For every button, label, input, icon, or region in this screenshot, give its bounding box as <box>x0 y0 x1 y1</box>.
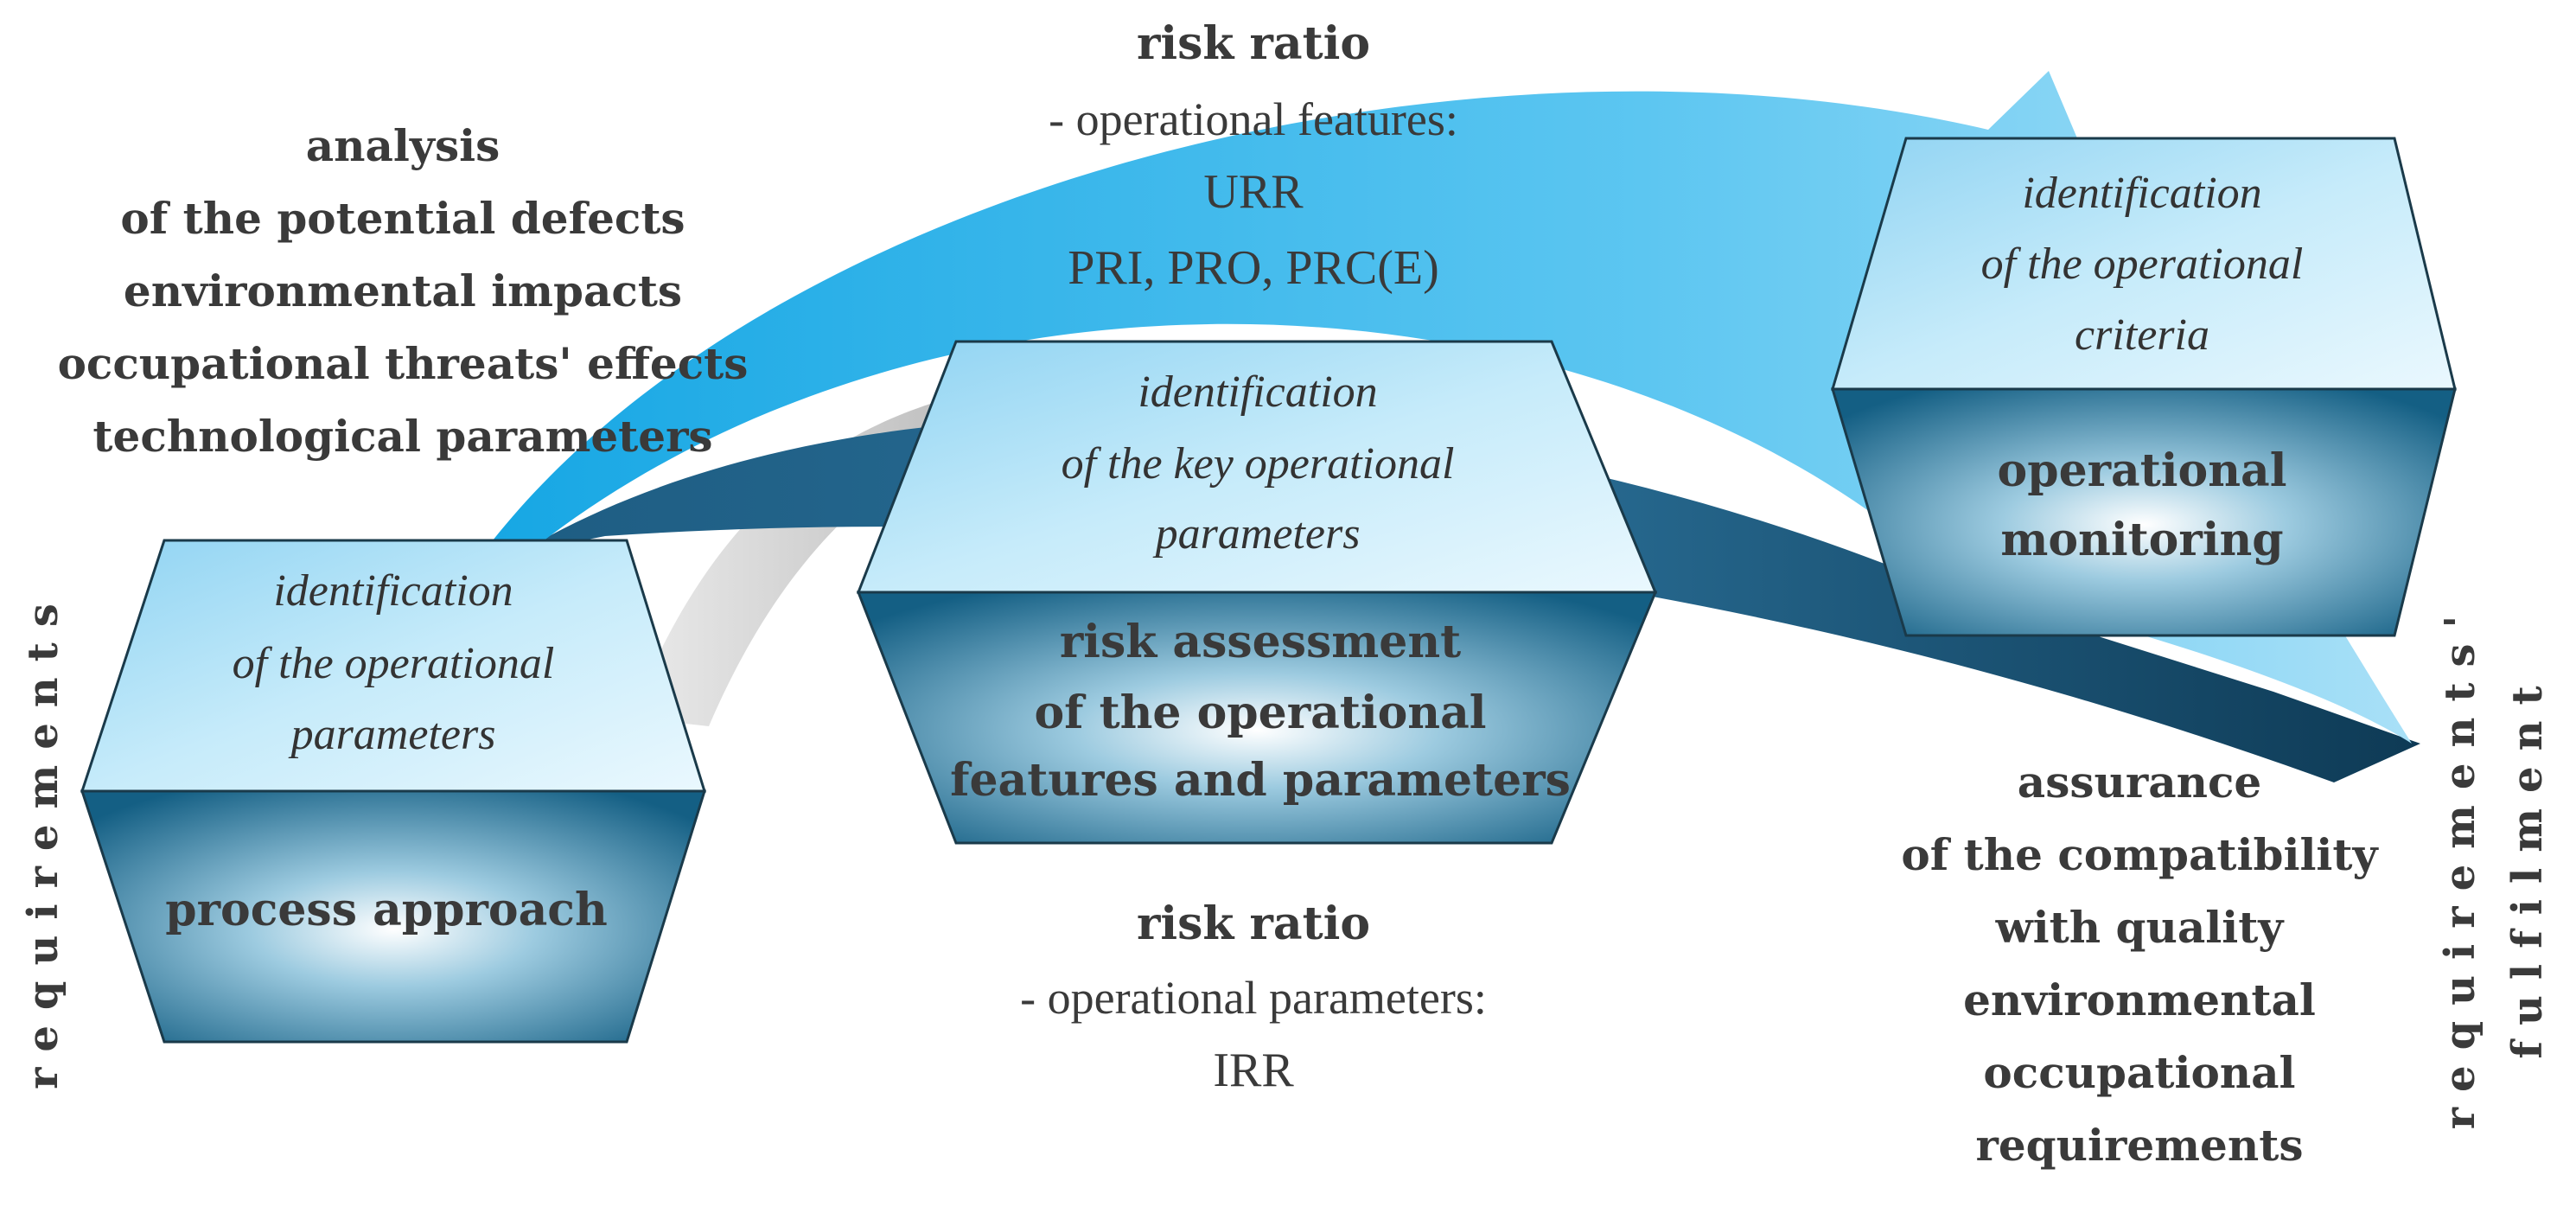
bottom-risk-ratio-line-1: IRR <box>1213 1044 1294 1097</box>
top-risk-ratio-line-1: URR <box>1203 165 1304 219</box>
box-middle-top-line-3: parameters <box>1152 509 1361 559</box>
side-label-fulfilment-line-1: requirements' <box>2436 600 2484 1129</box>
box-middle-bottom-line-2: of the operational <box>1034 687 1486 739</box>
analysis-line-2: of the potential defects <box>120 193 685 244</box>
assurance-line-6: requirements <box>1976 1120 2304 1171</box>
analysis-line-5: technological parameters <box>92 411 712 462</box>
box-right-bottom-face <box>1830 387 2457 637</box>
top-risk-ratio-title: risk ratio <box>1137 17 1370 70</box>
box-middle-top-line-2: of the key operational <box>1062 439 1455 489</box>
top-risk-ratio-subtitle: - operational features: <box>1049 93 1458 145</box>
analysis-line-3: environmental impacts <box>124 265 682 316</box>
box-middle-top-line-1: identification <box>1138 367 1377 417</box>
box-operational-monitoring: identification of the operational criter… <box>1830 137 2457 637</box>
box-middle-bottom-line-3: features and parameters <box>950 754 1571 807</box>
box-right-bottom-line-1: operational <box>1998 444 2287 497</box>
box-left-top-line-2: of the operational <box>233 639 555 688</box>
side-label-requirements: requirements <box>19 588 67 1089</box>
box-left-bottom-label: process approach <box>165 884 608 936</box>
assurance-line-3: with quality <box>1995 902 2286 953</box>
box-left-top-line-3: parameters <box>288 710 496 759</box>
top-risk-ratio-line-2: PRI, PRO, PRC(E) <box>1068 241 1438 295</box>
box-right-top-line-3: criteria <box>2075 310 2209 360</box>
box-left-top-line-1: identification <box>273 566 513 616</box>
analysis-text-block: analysis of the potential defects enviro… <box>58 120 749 462</box>
box-risk-assessment: identification of the key operational pa… <box>856 340 1658 845</box>
box-middle-bottom-face <box>856 591 1658 845</box>
assurance-line-2: of the compatibility <box>1901 829 2379 880</box>
bottom-risk-ratio-title: risk ratio <box>1137 897 1370 950</box>
top-risk-ratio-block: risk ratio - operational features: URR P… <box>1049 17 1458 295</box>
bottom-risk-ratio-block: risk ratio - operational parameters: IRR <box>1020 897 1487 1097</box>
box-process-approach: identification of the operational parame… <box>80 539 707 1044</box>
assurance-line-5: occupational <box>1983 1047 2295 1098</box>
bottom-risk-ratio-subtitle: - operational parameters: <box>1020 972 1487 1024</box>
box-right-top-line-2: of the operational <box>1981 239 2304 289</box>
analysis-line-4: occupational threats' effects <box>58 338 749 389</box>
assurance-text-block: assurance of the compatibility with qual… <box>1901 757 2379 1171</box>
box-middle-bottom-line-1: risk assessment <box>1060 616 1461 668</box>
assurance-line-4: environmental <box>1963 974 2316 1025</box>
box-right-top-line-1: identification <box>2022 169 2261 218</box>
assurance-line-1: assurance <box>2018 757 2261 808</box>
box-right-bottom-line-2: monitoring <box>2000 514 2283 566</box>
box-left-bottom-face <box>80 789 707 1044</box>
side-label-fulfilment-line-2: fulfilment <box>2503 670 2552 1058</box>
analysis-line-1: analysis <box>306 120 501 171</box>
